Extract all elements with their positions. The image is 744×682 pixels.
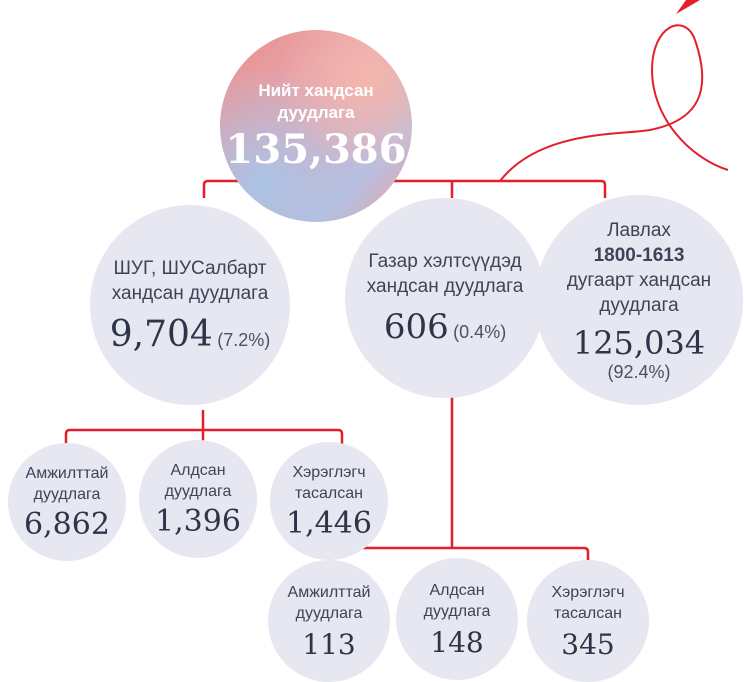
agency-calls-label: ШУГ, ШУСалбарт хандсан дуудлага xyxy=(111,257,269,304)
department-calls-value: 606 xyxy=(383,307,449,347)
node-a-successful: Амжилттай дуудлага 6,862 xyxy=(8,443,126,561)
node-agency-calls: ШУГ, ШУСалбарт хандсан дуудлага 9,704 (7… xyxy=(90,205,290,405)
b-missed-value: 148 xyxy=(430,625,484,659)
total-calls-value: 135,386 xyxy=(225,126,407,173)
department-calls-value-row: 606 (0.4%) xyxy=(384,307,506,347)
a-user-hangup-label: Хэрэглэгч тасалсан xyxy=(292,463,366,502)
agency-calls-value-row: 9,704 (7.2%) xyxy=(110,314,271,355)
decorative-arrowhead xyxy=(676,0,700,14)
b-user-hangup-value: 345 xyxy=(561,627,615,661)
node-department-calls: Газар хэлтсүүдэд хандсан дуудлага 606 (0… xyxy=(345,198,545,398)
b-missed-label: Алдсан дуудлага xyxy=(423,581,491,620)
department-calls-percent: (0.4%) xyxy=(453,322,507,342)
a-successful-label: Амжилттай дуудлага xyxy=(25,464,109,503)
node-a-user-hangup: Хэрэглэгч тасалсан 1,446 xyxy=(270,442,388,560)
hotline-label-top: Лавлах xyxy=(607,219,671,241)
connector-root xyxy=(202,179,607,198)
hotline-phone-number: 1800-1613 xyxy=(593,244,685,266)
decorative-swirl xyxy=(499,24,729,182)
node-b-missed: Алдсан дуудлага 148 xyxy=(396,558,518,680)
b-user-hangup-label: Хэрэглэгч тасалсан xyxy=(551,583,625,622)
agency-calls-percent: (7.2%) xyxy=(217,329,271,350)
a-missed-label: Алдсан дуудлага xyxy=(164,461,232,500)
b-successful-label: Амжилттай дуудлага xyxy=(287,583,371,622)
total-calls-label: Нийт хандсан дуудлага xyxy=(258,81,374,122)
a-missed-value: 1,396 xyxy=(155,503,241,539)
node-b-user-hangup: Хэрэглэгч тасалсан 345 xyxy=(527,560,649,682)
a-user-hangup-value: 1,446 xyxy=(286,505,372,541)
a-successful-value: 6,862 xyxy=(24,506,110,542)
hotline-calls-value: 125,034 xyxy=(572,323,706,362)
total-calls-node: Нийт хандсан дуудлага 135,386 xyxy=(220,30,412,222)
b-successful-value: 113 xyxy=(302,627,356,661)
agency-calls-value: 9,704 xyxy=(109,313,213,355)
node-a-missed: Алдсан дуудлага 1,396 xyxy=(139,440,257,558)
node-b-successful: Амжилттай дуудлага 113 xyxy=(268,560,390,682)
department-calls-label: Газар хэлтсүүдэд хандсан дуудлага xyxy=(366,251,524,297)
hotline-calls-percent: (92.4%) xyxy=(607,361,671,382)
node-hotline-calls: Лавлах 1800-1613 дугаарт хандсан дуудлаг… xyxy=(535,195,743,405)
hotline-label-bottom: дугаарт хандсан дуудлага xyxy=(566,269,712,316)
